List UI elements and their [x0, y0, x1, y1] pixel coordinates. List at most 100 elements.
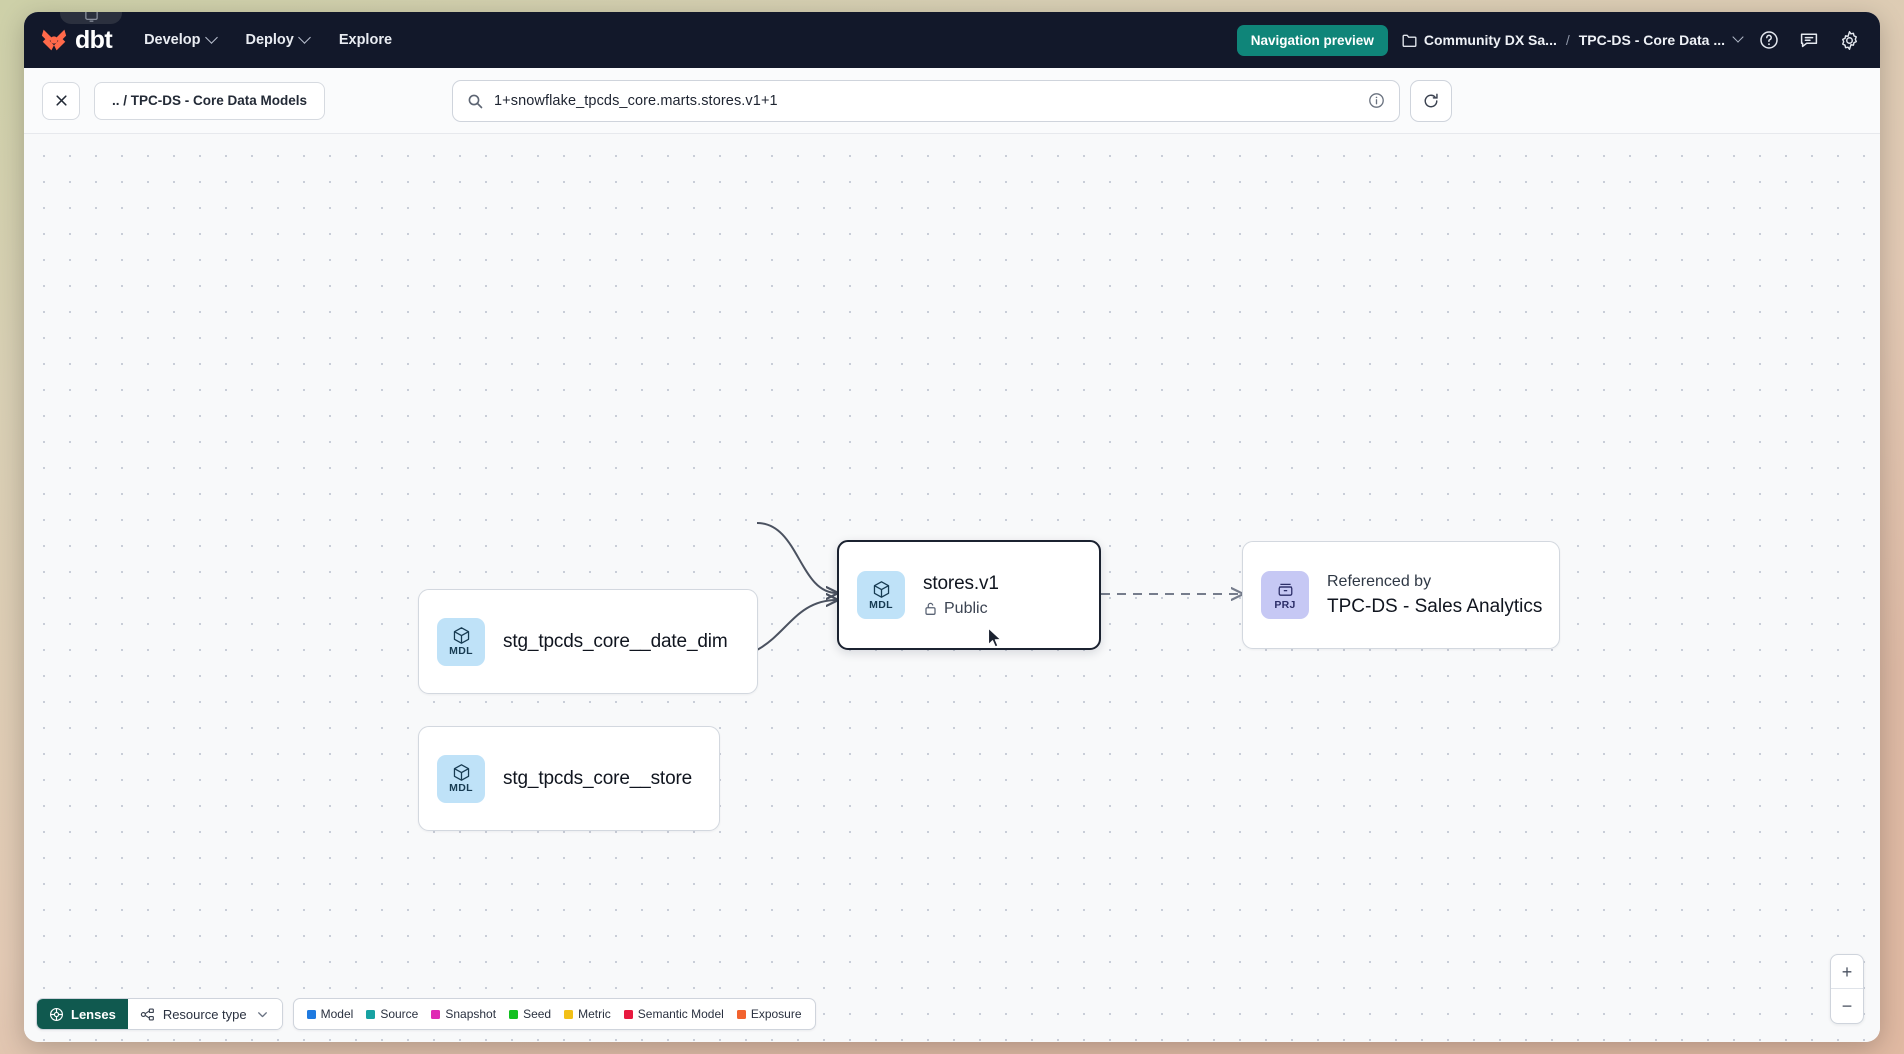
search-input[interactable]: 1+snowflake_tpcds_core.marts.stores.v1+1 — [452, 79, 1400, 122]
resource-type-legend: Model Source Snapshot Seed Metric — [292, 998, 816, 1030]
breadcrumb-account[interactable]: Community DX Sa... — [1402, 32, 1557, 48]
badge-label: PRJ — [1274, 598, 1296, 611]
breadcrumb-separator: / — [1565, 32, 1570, 48]
app-window: dbt Develop Deploy Explore Navigation pr… — [24, 12, 1880, 1042]
canvas-bottom-controls: Lenses Resource type — [36, 998, 816, 1030]
feedback-button[interactable] — [1796, 27, 1822, 53]
node-title: stores.v1 — [923, 572, 999, 594]
zoom-controls: + − — [1830, 954, 1864, 1024]
legend-label: Semantic Model — [637, 1007, 724, 1021]
node-access: Public — [923, 600, 999, 618]
webcam-notch — [60, 12, 122, 24]
nav-deploy-label: Deploy — [245, 32, 294, 48]
search-icon — [468, 94, 483, 108]
legend-label: Model — [320, 1007, 354, 1021]
resource-badge-project: PRJ — [1261, 571, 1309, 619]
legend-item: Model — [306, 1007, 354, 1021]
gear-icon — [1841, 30, 1857, 50]
chevron-down-icon — [297, 30, 311, 44]
graph-node-stg-tpcds-core-store[interactable]: MDL stg_tpcds_core__store — [418, 726, 720, 831]
legend-item: Snapshot — [431, 1007, 496, 1021]
legend-item: Semantic Model — [623, 1007, 724, 1021]
node-title: TPC-DS - Sales Analytics — [1327, 595, 1543, 617]
close-icon — [55, 95, 67, 106]
node-body: Referenced by TPC-DS - Sales Analytics — [1327, 572, 1543, 618]
resource-badge-model: MDL — [437, 617, 485, 666]
chevron-down-icon — [204, 30, 218, 44]
legend-label: Metric — [578, 1007, 611, 1021]
resource-badge-model: MDL — [437, 754, 485, 803]
zoom-out-button[interactable]: − — [1841, 996, 1853, 1016]
graph-node-stg-tpcds-core-date-dim[interactable]: MDL stg_tpcds_core__date_dim — [418, 589, 758, 694]
nav-item-deploy[interactable]: Deploy — [244, 26, 311, 54]
brand-text: dbt — [75, 25, 113, 54]
close-button[interactable] — [42, 81, 80, 120]
lineage-graph-canvas[interactable]: MDL stg_tpcds_core__date_dim MDL stg_tpc… — [24, 134, 1880, 1042]
badge-label: MDL — [869, 598, 893, 611]
navigation-preview-badge[interactable]: Navigation preview — [1236, 24, 1388, 56]
resource-type-label: Resource type — [162, 1006, 247, 1022]
legend-swatch — [623, 1009, 633, 1019]
help-button[interactable] — [1756, 27, 1782, 53]
dbt-logo[interactable]: dbt — [40, 25, 113, 54]
lenses-segment-group: Lenses Resource type — [36, 998, 283, 1030]
legend-swatch — [366, 1009, 376, 1019]
topbar-right-group: Navigation preview Community DX Sa... / … — [1236, 24, 1862, 56]
node-access-label: Public — [944, 599, 988, 617]
search-area: 1+snowflake_tpcds_core.marts.stores.v1+1 — [452, 79, 1452, 122]
nav-explore-label: Explore — [338, 32, 393, 48]
info-circle-icon[interactable] — [1368, 92, 1385, 109]
legend-item: Seed — [509, 1007, 551, 1021]
cube-icon — [873, 580, 889, 598]
settings-button[interactable] — [1836, 27, 1862, 53]
folder-icon — [1402, 34, 1417, 47]
resource-type-dropdown[interactable]: Resource type — [127, 999, 282, 1029]
breadcrumb-project-label: TPC-DS - Core Data ... — [1578, 32, 1725, 48]
mouse-pointer-icon — [987, 627, 1002, 648]
question-circle-icon — [1760, 31, 1778, 49]
node-body: stores.v1 Public — [923, 573, 999, 618]
legend-label: Source — [380, 1007, 419, 1021]
unlock-icon — [925, 602, 936, 615]
lenses-button[interactable]: Lenses — [37, 999, 128, 1029]
dbt-logo-icon — [41, 29, 67, 51]
lens-icon — [50, 1007, 63, 1021]
legend-label: Snapshot — [445, 1007, 497, 1021]
nodes-icon — [140, 1007, 154, 1021]
breadcrumb-project[interactable]: TPC-DS - Core Data ... — [1578, 31, 1744, 48]
main-nav: Develop Deploy Explore — [142, 26, 394, 54]
nav-develop-label: Develop — [144, 32, 201, 48]
legend-swatch — [736, 1009, 746, 1019]
breadcrumb-account-label: Community DX Sa... — [1423, 32, 1557, 48]
nav-item-explore[interactable]: Explore — [337, 26, 394, 54]
node-kicker: Referenced by — [1327, 572, 1432, 590]
chevron-down-icon — [1732, 31, 1744, 43]
top-navigation-bar: dbt Develop Deploy Explore Navigation pr… — [24, 12, 1880, 68]
cube-icon — [453, 627, 469, 645]
cube-icon — [453, 764, 469, 782]
chevron-down-icon — [257, 1011, 267, 1017]
refresh-icon — [1424, 93, 1438, 107]
account-breadcrumb: Community DX Sa... / TPC-DS - Core Data … — [1402, 31, 1744, 48]
legend-item: Metric — [564, 1007, 611, 1021]
legend-swatch — [431, 1009, 441, 1019]
node-title: stg_tpcds_core__store — [503, 767, 693, 789]
legend-swatch — [509, 1009, 519, 1019]
lenses-label: Lenses — [71, 1006, 116, 1022]
badge-label: MDL — [449, 645, 473, 658]
project-stack-icon — [1278, 583, 1292, 596]
graph-node-stores-v1[interactable]: MDL stores.v1 Public — [837, 540, 1101, 650]
legend-swatch — [306, 1009, 316, 1019]
lineage-toolbar: .. / TPC-DS - Core Data Models 1+snowfla… — [24, 68, 1880, 134]
legend-label: Seed — [523, 1007, 552, 1021]
zoom-in-button[interactable]: + — [1831, 955, 1863, 989]
nav-item-develop[interactable]: Develop — [142, 26, 218, 54]
legend-label: Exposure — [750, 1007, 802, 1021]
legend-item: Source — [366, 1007, 418, 1021]
badge-label: MDL — [449, 782, 473, 795]
graph-node-tpcds-sales-analytics[interactable]: PRJ Referenced by TPC-DS - Sales Analyti… — [1242, 541, 1560, 649]
legend-item: Exposure — [736, 1007, 802, 1021]
chat-feedback-icon — [1800, 33, 1818, 48]
refresh-button[interactable] — [1410, 79, 1452, 122]
breadcrumb-pill[interactable]: .. / TPC-DS - Core Data Models — [94, 81, 326, 120]
